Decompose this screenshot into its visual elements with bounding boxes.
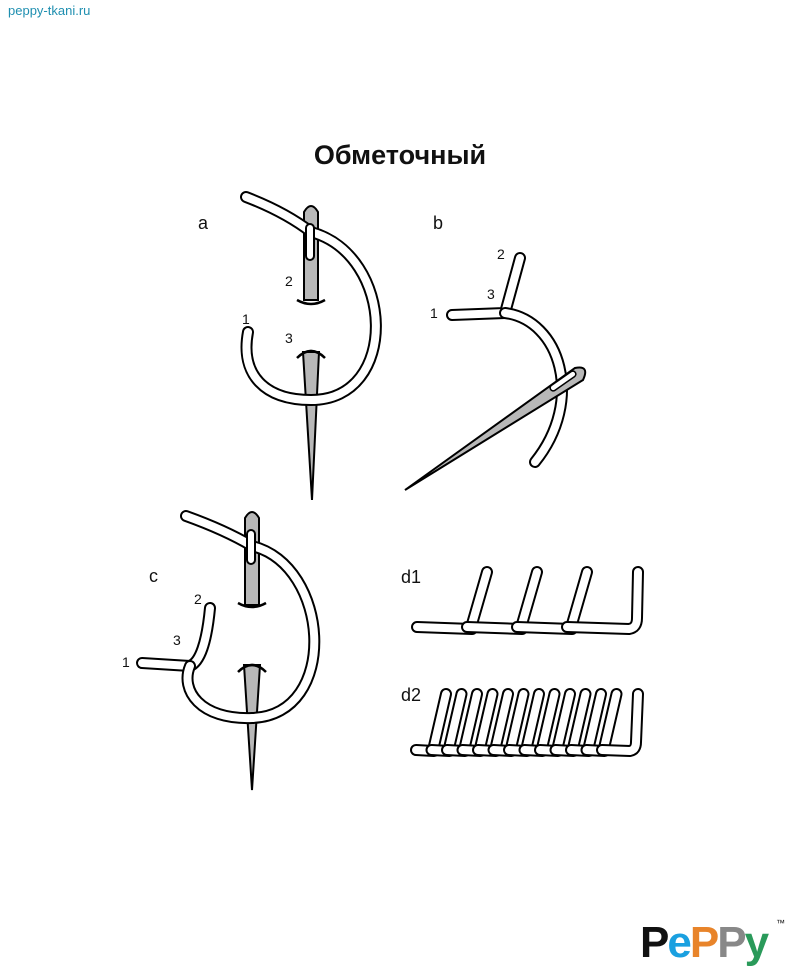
stitch-vertical: [461, 690, 481, 750]
stitch-last: [563, 568, 642, 633]
panel-label-a: a: [198, 213, 209, 233]
panel-a-drawing: 2 3 1: [240, 191, 382, 501]
stitch-vertical: [538, 690, 559, 750]
panel-label-d1: d1: [401, 567, 422, 587]
point-2: 2: [285, 273, 293, 289]
stitch-vertical: [523, 690, 543, 750]
needle-lower: [301, 351, 321, 501]
svg-text:1: 1: [430, 305, 438, 321]
stitch-vertical: [492, 690, 512, 750]
stitch-vertical: [476, 690, 497, 750]
panel-label-b: b: [433, 213, 444, 233]
stitch-vertical: [430, 690, 450, 750]
point-1: 1: [242, 311, 250, 327]
site-watermark[interactable]: peppy-tkani.ru: [8, 3, 91, 18]
stitch-vertical: [507, 690, 528, 750]
svg-text:3: 3: [173, 632, 181, 648]
panel-b-drawing: 2 3 1: [404, 246, 587, 491]
stitch-vertical: [585, 690, 605, 750]
panel-label-c: c: [149, 566, 158, 586]
stitch-vertical: [468, 568, 491, 628]
point-3: 3: [285, 330, 293, 346]
panel-d1-drawing: [411, 566, 644, 635]
panel-d2-drawing: [410, 688, 644, 757]
stitch-vertical: [600, 690, 621, 750]
svg-text:2: 2: [497, 246, 505, 262]
panel-c-drawing: 2 3 1: [122, 510, 321, 791]
panel-label-d2: d2: [401, 685, 422, 705]
svg-text:2: 2: [194, 591, 202, 607]
needle-eye: [305, 223, 315, 261]
stitch-last: [598, 690, 642, 755]
peppy-logo: PePPy: [640, 918, 769, 967]
svg-text:1: 1: [122, 654, 130, 670]
stitch-vertical: [569, 690, 590, 750]
stitch-vertical: [568, 568, 591, 628]
stitch-vertical: [518, 568, 541, 628]
stitch-vertical: [445, 690, 466, 750]
stitch-vertical: [554, 690, 574, 750]
trademark: ™: [776, 918, 785, 928]
needle: [404, 366, 587, 491]
page-title: Обметочный: [313, 140, 487, 170]
svg-text:3: 3: [487, 286, 495, 302]
